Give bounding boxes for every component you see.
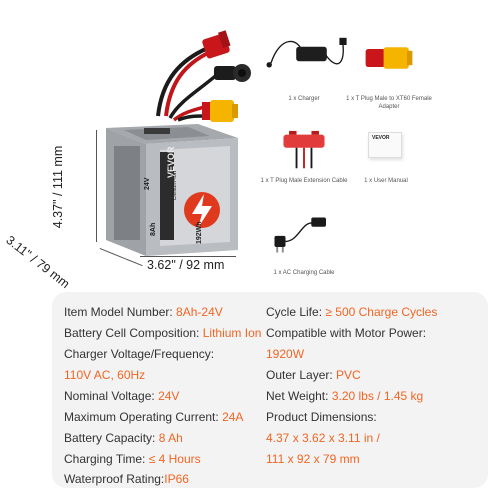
charger-label: 1 x Charger: [288, 96, 320, 102]
t-plug-connector: [202, 30, 231, 59]
spec-motor-power-value: 1920W: [266, 347, 305, 361]
ac-cable-icon: [274, 217, 326, 253]
spec-motor-power-label: Compatible with Motor Power:: [266, 326, 427, 340]
ac-cable-label: 1 x AC Charging Cable: [273, 270, 335, 276]
battery-capacity-badge: 8Ah: [150, 222, 157, 236]
manual-label: 1 x User Manual: [364, 178, 408, 184]
spec-max-current: Maximum Operating Current: 24A: [64, 410, 244, 424]
spec-product-dimensions-imperial: 4.37 x 3.62 x 3.11 in /: [266, 431, 380, 445]
spec-waterproof-rating: Waterproof Rating:IP66: [64, 472, 189, 486]
dc-barrel-connector: [214, 64, 251, 82]
manual-cover-brand: VEVOR: [372, 135, 390, 141]
charger-icon: [266, 37, 347, 68]
spec-nominal-voltage: Nominal Voltage: 24V: [64, 389, 180, 403]
extension-cable-label: 1 x T Plug Male Extension Cable: [260, 178, 348, 184]
height-dimension-line: [96, 130, 97, 242]
spec-cell-composition: Battery Cell Composition: Lithium Ion: [64, 326, 262, 340]
xt60-connector: [202, 100, 238, 122]
extension-cable-icon: [283, 130, 325, 169]
width-dimension: 3.62" / 92 mm: [147, 258, 225, 272]
manual-icon: VEVOR: [368, 132, 402, 158]
spec-model-number: Item Model Number: 8Ah-24V: [64, 305, 223, 319]
specifications-panel: Item Model Number: 8Ah-24V Battery Cell …: [52, 292, 488, 488]
spec-product-dimensions-label: Product Dimensions:: [266, 410, 377, 424]
adapter-label: 1 x T Plug Male to XT60 Female Adapter: [346, 96, 432, 110]
spec-product-dimensions-metric: 111 x 92 x 79 mm: [266, 452, 360, 466]
spec-charging-time: Charging Time: ≤ 4 Hours: [64, 452, 201, 466]
width-dimension-line: [140, 256, 236, 257]
spec-net-weight: Net Weight: 3.20 lbs / 1.45 kg: [266, 389, 424, 403]
battery-power-badge: 192Wh: [196, 221, 203, 244]
battery-voltage-badge: 24V: [144, 177, 151, 190]
spec-charger-voltage-value: 110V AC, 60Hz: [64, 368, 146, 382]
battery-chemistry-label: Lithium-ion: [172, 170, 178, 200]
spec-cycle-life: Cycle Life: ≥ 500 Charge Cycles: [266, 305, 438, 319]
spec-charger-voltage-label: Charger Voltage/Frequency:: [64, 347, 215, 361]
height-dimension: 4.37" / 111 mm: [51, 145, 65, 229]
spec-battery-capacity: Battery Capacity: 8 Ah: [64, 431, 183, 445]
adapter-icon: [365, 47, 413, 69]
spec-outer-layer: Outer Layer: PVC: [266, 368, 361, 382]
battery-illustration: [106, 30, 251, 256]
